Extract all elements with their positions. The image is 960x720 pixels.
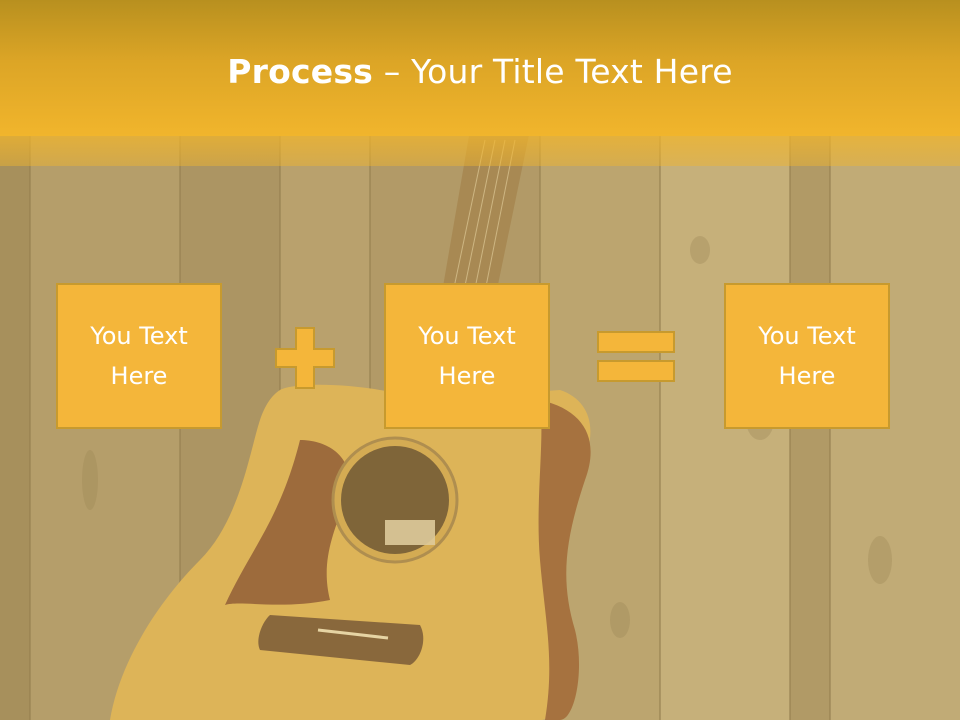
process-box-1[interactable]: You Text Here (56, 283, 222, 429)
process-box-1-text: You Text Here (90, 322, 188, 390)
plus-icon (275, 327, 335, 389)
title-bar-fade (0, 136, 960, 166)
process-box-2-text: You Text Here (418, 322, 516, 390)
process-box-2[interactable]: You Text Here (384, 283, 550, 429)
process-box-3-text: You Text Here (758, 322, 856, 390)
title-bold: Process (227, 52, 374, 91)
title-rest: – Your Title Text Here (373, 52, 733, 91)
slide-title[interactable]: Process – Your Title Text Here (0, 52, 960, 91)
process-box-3[interactable]: You Text Here (724, 283, 890, 429)
equals-icon (597, 331, 675, 382)
title-bar (0, 0, 960, 136)
